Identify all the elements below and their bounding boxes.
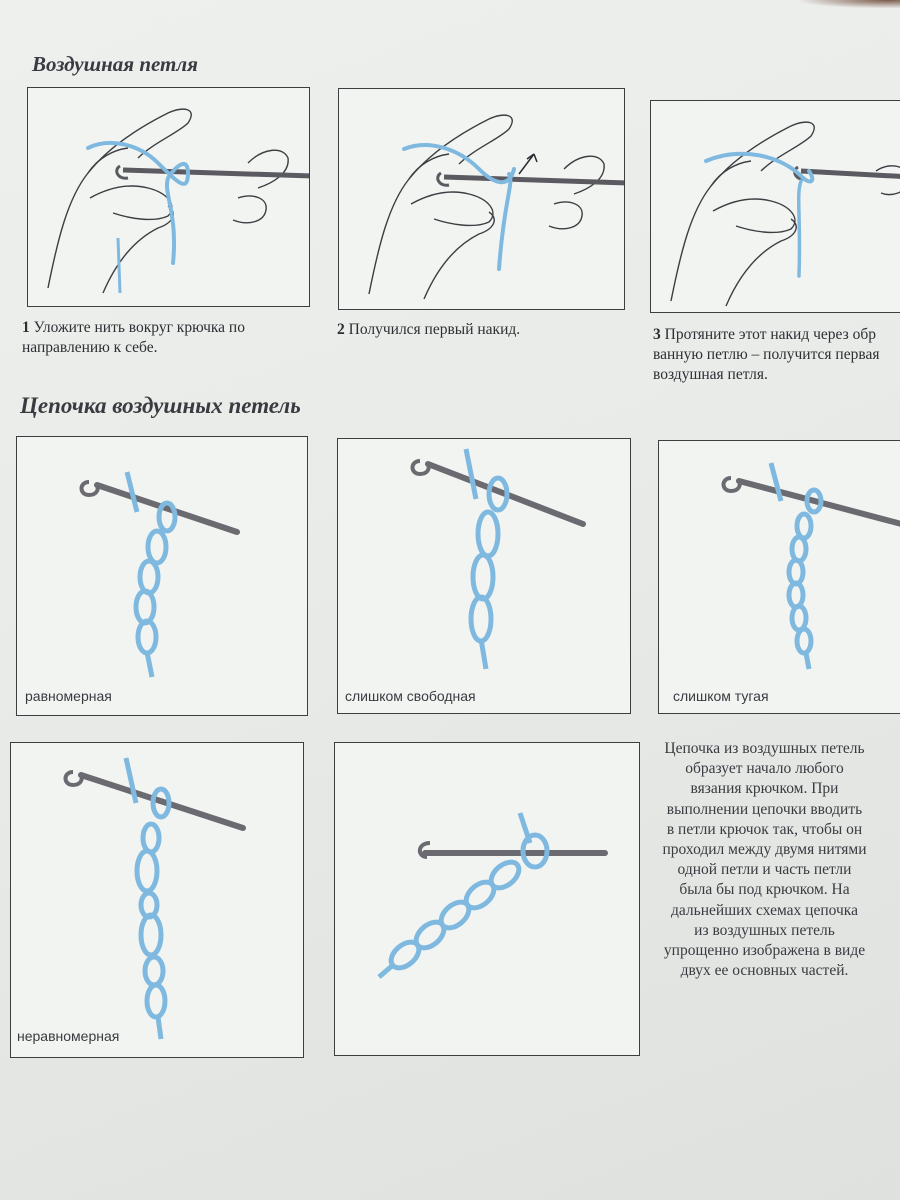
step-number: 1 (22, 319, 30, 336)
step-text: Протяните этот накид через обр ванную пе… (653, 326, 880, 383)
chain-loose-label: слишком свободная (345, 688, 476, 704)
hook-yarn-chain-illustration (63, 757, 246, 1040)
figure-step-3 (650, 100, 900, 313)
step-3-caption: 3 Протяните этот накид через обр ванную … (653, 325, 899, 385)
figure-step-1 (27, 87, 310, 307)
chain-description: Цепочка из воздушных петель образует нач… (662, 740, 867, 980)
hand-hook-yarn-illustration (670, 121, 900, 307)
step-1-caption: 1 Уложите нить вокруг крючка по направле… (22, 318, 290, 358)
figure-chain-uneven: неравномерная (10, 742, 304, 1058)
section-title-chain-of-stitches: Цепочка воздушных петель (20, 393, 301, 418)
step-text: Получился первый накид. (348, 321, 521, 338)
figure-chain-loose: слишком свободная (337, 438, 631, 714)
hook-yarn-chain-illustration (721, 462, 900, 670)
hand-hook-yarn-illustration (47, 108, 309, 294)
hand-hook-yarn-illustration (368, 114, 624, 300)
chain-uneven-label: неравномерная (17, 1028, 120, 1044)
hook-yarn-chain-illustration (79, 471, 240, 678)
section-title-chain-stitch: Воздушная петля (32, 52, 198, 76)
chain-even-label: равномерная (25, 688, 112, 704)
figure-step-2 (338, 88, 625, 310)
page-edge-shadow (780, 0, 900, 10)
figure-chain-diagonal (334, 742, 640, 1056)
hook-yarn-chain-illustration (410, 448, 586, 670)
figure-chain-tight: слишком тугая (658, 440, 900, 714)
step-number: 2 (337, 321, 345, 338)
chain-tight-label: слишком тугая (673, 688, 769, 704)
figure-chain-even: равномерная (16, 436, 308, 716)
step-text: Уложите нить вокруг крючка по направлени… (22, 319, 245, 356)
step-number: 3 (653, 326, 661, 343)
step-2-caption: 2 Получился первый накид. (337, 320, 617, 340)
hook-yarn-chain-illustration (377, 812, 608, 979)
